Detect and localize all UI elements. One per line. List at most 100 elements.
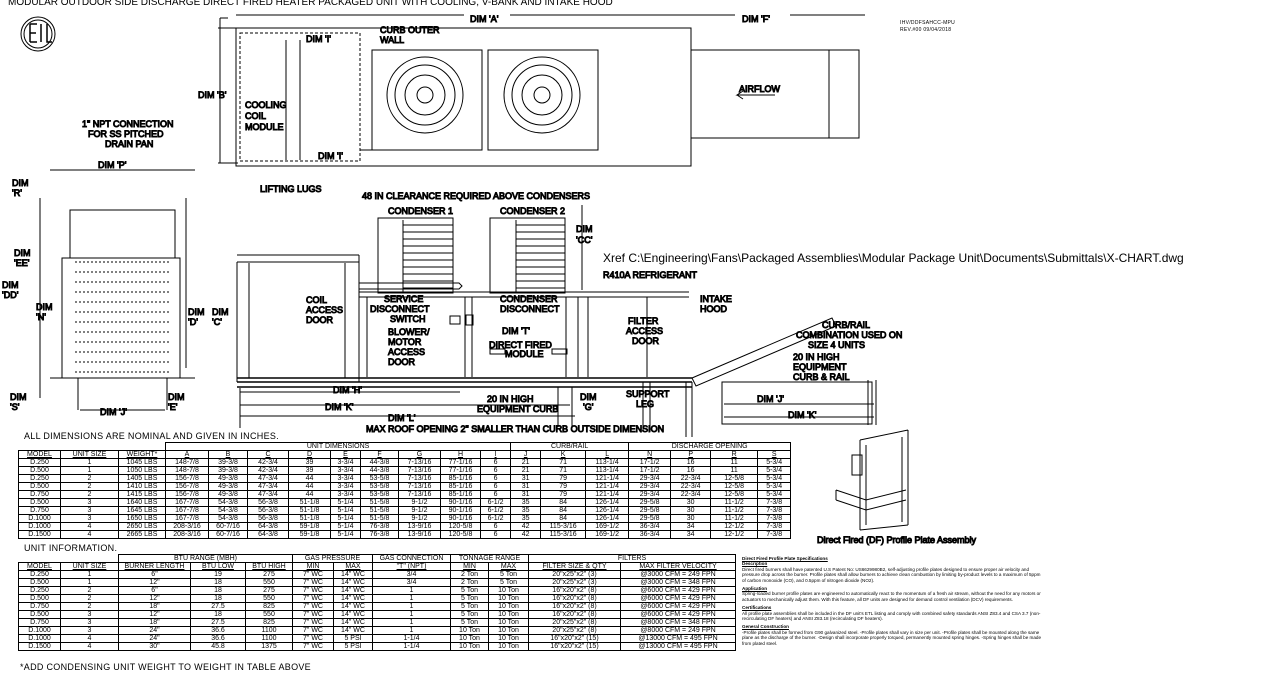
table-cell: 7-13/16: [398, 458, 442, 467]
table-cell: 1045 LBS: [117, 458, 167, 467]
column-header: MODEL: [18, 450, 61, 459]
table-cell: 7" WC: [292, 570, 334, 579]
group-gas-pressure: GAS PRESSURE: [292, 554, 373, 563]
label-dim-g: DIM: [580, 392, 597, 402]
table-cell: 5-1/4: [330, 506, 362, 515]
table-cell: 5-3/4: [757, 458, 792, 467]
table-cell: @3000 CFM = 249 FPN: [620, 570, 737, 579]
table-cell: 167-7/8: [165, 514, 210, 523]
label-blower-door-4: DOOR: [388, 357, 416, 367]
table-cell: D.500: [18, 482, 61, 491]
label-dim-d: DIM: [188, 307, 205, 317]
group-gas-connection: GAS CONNECTION: [372, 554, 451, 563]
table-cell: 126-1/4: [585, 506, 630, 515]
table-cell: 35: [510, 506, 542, 515]
table-cell: 7-3/8: [757, 498, 792, 507]
label-dim-cc: DIM: [576, 224, 593, 234]
label-curb-outer-wall: CURB OUTER: [380, 25, 440, 35]
table-cell: 3: [60, 514, 119, 523]
table-cell: 825: [245, 618, 293, 627]
table-cell: 16: [670, 458, 712, 467]
table-cell: 156-7/8: [165, 474, 210, 483]
label-dim-c-2: 'C': [212, 317, 222, 327]
column-header: J: [510, 450, 542, 459]
table-cell: 36.6: [190, 634, 246, 643]
table-cell: 2: [60, 474, 119, 483]
table-cell: 13-9/16: [398, 530, 442, 539]
etl-logo: [20, 16, 56, 52]
column-header: C: [247, 450, 290, 459]
table-cell: 115-3/16: [540, 522, 587, 531]
table-cell: @8000 CFM = 249 FPN: [620, 626, 737, 635]
table-cell: 51-1/8: [288, 506, 332, 515]
column-header: BTU HIGH: [245, 562, 293, 571]
table-cell: 550: [245, 610, 293, 619]
label-dim-r-2: 'R': [12, 188, 22, 198]
table-cell: 1: [60, 578, 119, 587]
table-cell: 71: [540, 466, 587, 475]
table-cell: 85-1/16: [440, 482, 482, 491]
table-cell: 18: [190, 586, 246, 595]
label-dim-e: DIM: [168, 392, 185, 402]
table-cell: 44: [288, 474, 332, 483]
table-cell: 56-3/8: [247, 514, 290, 523]
table-cell: 22-3/4: [670, 474, 712, 483]
revision: REV.#00 09/04/2018: [900, 27, 952, 33]
table-cell: 16"x20"x2" (8): [528, 602, 622, 611]
table-cell: 167-7/8: [165, 506, 210, 515]
table-cell: 10 Ton: [487, 594, 530, 603]
table-cell: 51-5/8: [360, 514, 400, 523]
table-cell: 30: [670, 506, 712, 515]
table-cell: 11: [710, 466, 759, 475]
table-cell: 4: [60, 522, 119, 531]
table-cell: 16"x20"x2" (8): [528, 594, 622, 603]
table-cell: 44: [288, 482, 332, 491]
table-cell: 31: [510, 474, 542, 483]
table-cell: 5-3/4: [757, 474, 792, 483]
table-cell: 550: [245, 594, 293, 603]
table-cell: 275: [245, 586, 293, 595]
table-cell: 2: [60, 586, 119, 595]
table-cell: 3-3/4: [330, 490, 362, 499]
table-cell: 13-9/16: [398, 522, 442, 531]
table-cell: 20"x25"x2" (3): [528, 578, 622, 587]
table-cell: 21: [510, 466, 542, 475]
table-cell: 121-1/4: [585, 482, 630, 491]
table-cell: 14" WC: [333, 618, 373, 627]
table-cell: 84: [540, 514, 587, 523]
table-cell: 3-3/4: [330, 474, 362, 483]
table-cell: 121-1/4: [585, 490, 630, 499]
table-cell: 47-3/4: [247, 482, 290, 491]
table-cell: 56-3/8: [247, 498, 290, 507]
table-cell: @13000 CFM = 495 FPN: [620, 634, 737, 643]
table-cell: 113-1/4: [585, 458, 630, 467]
note-heading: Description: [742, 561, 768, 567]
table-cell: 77-1/16: [440, 458, 482, 467]
plan-view: [218, 14, 865, 167]
table-cell: 20"x25"x2" (8): [528, 618, 622, 627]
table-cell: 1640 LBS: [117, 498, 167, 507]
table-cell: 1: [372, 586, 451, 595]
column-header: E: [330, 450, 362, 459]
column-header: BURNER LENGTH: [118, 562, 191, 571]
table-cell: 7" WC: [292, 594, 334, 603]
table-cell: 54-3/8: [208, 506, 249, 515]
column-header: F: [360, 450, 400, 459]
table-cell: 7-13/16: [398, 482, 442, 491]
table-cell: 5-3/4: [757, 490, 792, 499]
table-cell: 3-3/4: [330, 482, 362, 491]
note-text: Spring-loaded burner profile plates are …: [742, 591, 1041, 602]
table-cell: 79: [540, 474, 587, 483]
label-dim-n: DIM: [36, 302, 53, 312]
group-tonnage-range: TONNAGE RANGE: [449, 554, 530, 563]
label-dim-dd-2: 'DD': [2, 290, 19, 300]
table-cell: D.250: [18, 474, 61, 483]
table-cell: 10 Ton: [487, 634, 530, 643]
